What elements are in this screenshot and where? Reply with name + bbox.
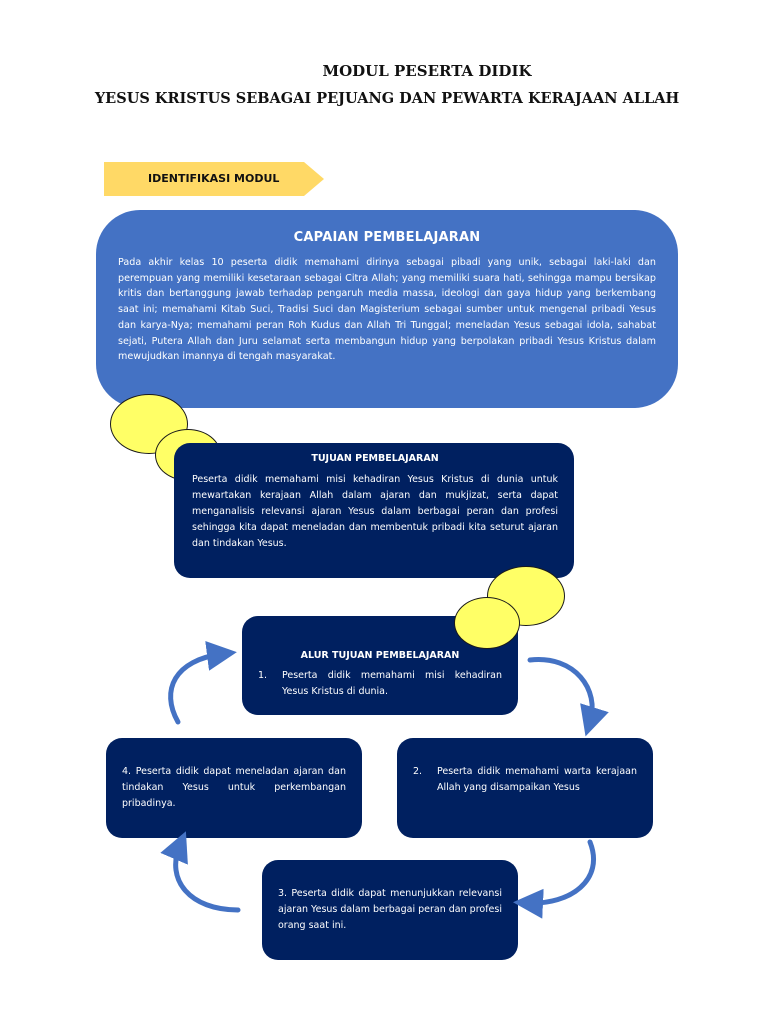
alur-item-1: 1. Peserta didik memahami misi kehadiran…: [258, 668, 502, 700]
page-title: MODUL PESERTA DIDIK: [322, 62, 532, 80]
tujuan-pembelajaran-box: TUJUAN PEMBELAJARAN Peserta didik memaha…: [174, 443, 574, 578]
alur-item-number: 1.: [258, 670, 268, 681]
curved-arrow-icon: [527, 657, 609, 737]
capaian-pembelajaran-box: CAPAIAN PEMBELAJARAN Pada akhir kelas 10…: [96, 210, 678, 408]
step-2-number: 2.: [413, 766, 423, 777]
tujuan-heading: TUJUAN PEMBELAJARAN: [311, 453, 439, 464]
decor-circle-4: [454, 597, 520, 649]
capaian-heading: CAPAIAN PEMBELAJARAN: [293, 230, 481, 245]
curved-arrow-icon: [160, 831, 241, 913]
step-3-box: 3. Peserta didik dapat menunjukkan relev…: [262, 860, 518, 960]
step-4-text: 4. Peserta didik dapat meneladan ajaran …: [122, 766, 346, 809]
alur-heading: ALUR TUJUAN PEMBELAJARAN: [300, 650, 460, 661]
page-subtitle: YESUS KRISTUS SEBAGAI PEJUANG DAN PEWART…: [94, 90, 680, 107]
identifikasi-modul-tag: IDENTIFIKASI MODUL: [104, 162, 324, 196]
step-2-box: 2. Peserta didik memahami warta kerajaan…: [397, 738, 653, 838]
step-4-box: 4. Peserta didik dapat meneladan ajaran …: [106, 738, 362, 838]
step-2-text: Peserta didik memahami warta kerajaan Al…: [437, 766, 637, 793]
curved-arrow-icon: [513, 839, 597, 919]
curved-arrow-icon: [168, 641, 237, 725]
tujuan-text: Peserta didik memahami misi kehadiran Ye…: [192, 474, 558, 549]
capaian-text: Pada akhir kelas 10 peserta didik memaha…: [118, 257, 656, 363]
alur-item-text: Peserta didik memahami misi kehadiran Ye…: [282, 670, 502, 697]
step-2-content: 2. Peserta didik memahami warta kerajaan…: [413, 764, 637, 796]
step-3-text: 3. Peserta didik dapat menunjukkan relev…: [278, 888, 502, 931]
